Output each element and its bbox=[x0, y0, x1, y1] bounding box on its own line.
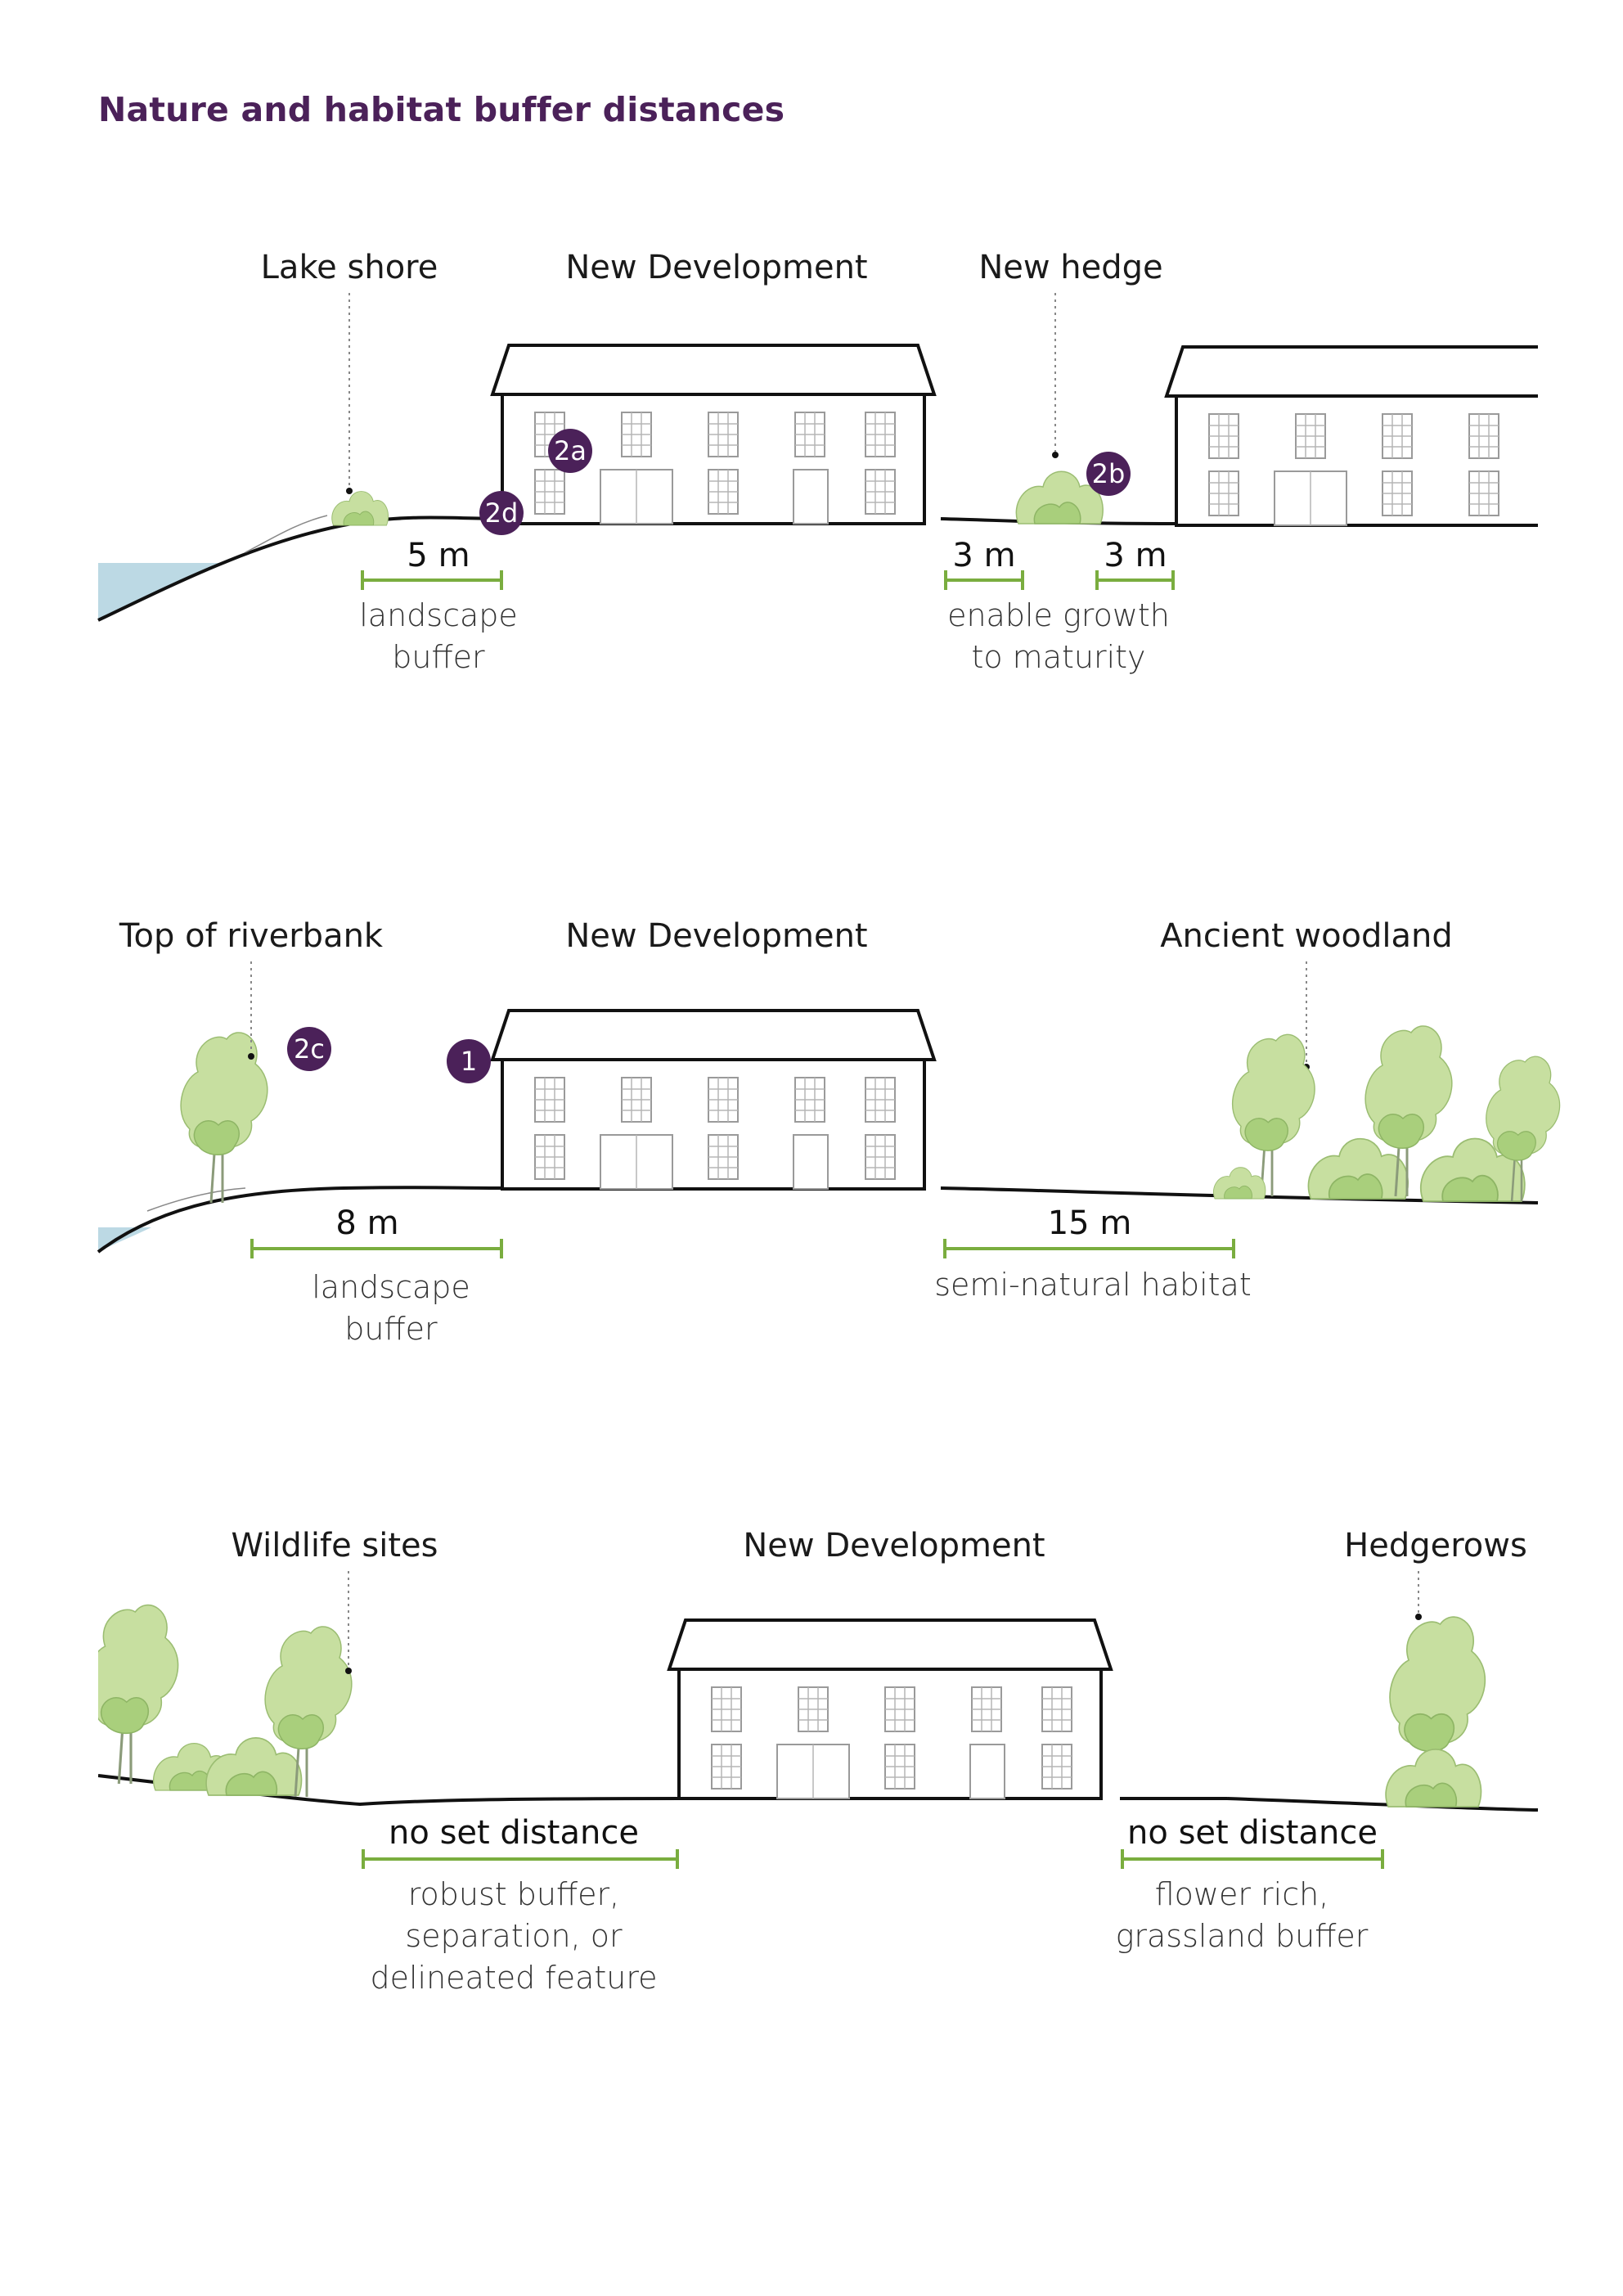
svg-text:2d: 2d bbox=[485, 497, 519, 529]
svg-text:delineated feature: delineated feature bbox=[370, 1960, 657, 1996]
label-ancient-woodland: Ancient woodland bbox=[1160, 917, 1453, 955]
desc-enable-growth: enable growth bbox=[947, 597, 1170, 633]
dimension-15m: 15 m semi-natural habitat bbox=[934, 1204, 1252, 1303]
badge-2c: 2c bbox=[287, 1027, 331, 1071]
svg-text:robust buffer,: robust buffer, bbox=[408, 1876, 620, 1912]
svg-text:2c: 2c bbox=[294, 1033, 325, 1065]
wildlife-trees bbox=[82, 1603, 353, 1817]
dimension-8m: 8 m landscape buffer bbox=[250, 1204, 503, 1347]
badge-1: 1 bbox=[447, 1039, 491, 1083]
label-top-of-riverbank: Top of riverbank bbox=[119, 917, 384, 955]
house-1b bbox=[1164, 345, 1544, 527]
svg-text:15 m: 15 m bbox=[1048, 1204, 1132, 1242]
woodland-trees bbox=[1212, 1024, 1561, 1203]
dimension-3m-right: 3 m bbox=[1095, 537, 1175, 590]
label-new-hedge: New hedge bbox=[978, 249, 1162, 286]
section-lake-shore: Lake shore New Development New hedge 2a bbox=[97, 249, 1623, 675]
badge-2a: 2a bbox=[548, 429, 592, 473]
svg-text:1: 1 bbox=[461, 1046, 477, 1077]
svg-text:no set distance: no set distance bbox=[389, 1814, 639, 1852]
dimension-3m-left: 3 m bbox=[944, 537, 1024, 590]
svg-text:grassland buffer: grassland buffer bbox=[1116, 1918, 1369, 1954]
label-hedgerows: Hedgerows bbox=[1344, 1527, 1527, 1564]
house-2 bbox=[492, 1011, 934, 1189]
svg-text:8 m: 8 m bbox=[335, 1204, 398, 1242]
svg-text:semi-natural habitat: semi-natural habitat bbox=[934, 1267, 1252, 1303]
badge-2d: 2d bbox=[479, 491, 524, 535]
label-lake-shore: Lake shore bbox=[261, 249, 438, 286]
svg-text:buffer: buffer bbox=[392, 639, 485, 675]
label-new-development-2: New Development bbox=[565, 917, 867, 955]
svg-text:2b: 2b bbox=[1092, 458, 1126, 489]
label-new-development-3: New Development bbox=[743, 1527, 1045, 1564]
section-wildlife-hedgerows: Wildlife sites New Development Hedgerows… bbox=[82, 1527, 1539, 1996]
svg-text:flower rich,: flower rich, bbox=[1155, 1876, 1329, 1912]
badge-2b: 2b bbox=[1086, 452, 1131, 496]
svg-text:2a: 2a bbox=[554, 435, 587, 466]
svg-text:buffer: buffer bbox=[344, 1311, 438, 1347]
dimension-5m: 5 m landscape buffer bbox=[359, 537, 518, 675]
label-wildlife-sites: Wildlife sites bbox=[231, 1527, 438, 1564]
desc-to-maturity: to maturity bbox=[971, 639, 1145, 675]
dimension-no-set-right: no set distance flower rich, grassland b… bbox=[1116, 1814, 1384, 1954]
page-title: Nature and habitat buffer distances bbox=[98, 90, 785, 129]
svg-text:landscape: landscape bbox=[312, 1269, 470, 1305]
svg-text:5 m: 5 m bbox=[407, 537, 470, 574]
house-3 bbox=[669, 1620, 1111, 1799]
svg-text:separation, or: separation, or bbox=[405, 1918, 623, 1954]
dimension-no-set-left: no set distance robust buffer, separatio… bbox=[362, 1814, 679, 1996]
section-riverbank: Top of riverbank New Development Ancient… bbox=[97, 917, 1561, 1347]
svg-text:no set distance: no set distance bbox=[1127, 1814, 1378, 1852]
svg-text:landscape: landscape bbox=[359, 597, 518, 633]
label-new-development-1: New Development bbox=[565, 249, 867, 286]
svg-text:3 m: 3 m bbox=[952, 537, 1015, 574]
hedgerow-tree bbox=[1385, 1615, 1486, 1808]
svg-text:3 m: 3 m bbox=[1104, 537, 1167, 574]
